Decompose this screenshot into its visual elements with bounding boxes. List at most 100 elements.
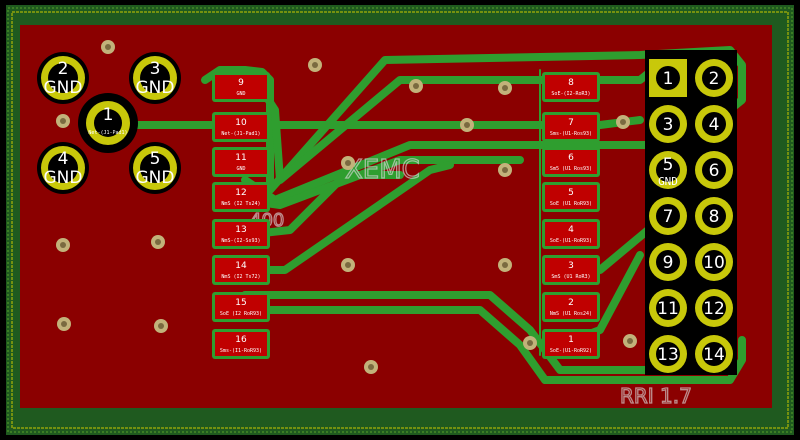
header-pin-num: 8 [709, 207, 720, 227]
smd-pad [215, 332, 267, 356]
board-edge-inner [11, 11, 789, 429]
smd-pad-num: 6 [568, 153, 574, 163]
header-pin-hole [656, 296, 680, 320]
via-hole [413, 83, 419, 89]
header-pin-hole [656, 250, 680, 274]
smd-pad [545, 185, 597, 209]
header-pin-hole [656, 112, 680, 136]
smd-pad [545, 115, 597, 139]
smd-pad-net: NmS (I2 Ts72) [221, 274, 260, 280]
smd-pad-net: SoE-(U1-RoR93) [550, 238, 592, 244]
via-hole [620, 119, 626, 125]
smd-pad-num: 1 [568, 335, 574, 345]
coax-ground-hole [140, 63, 170, 93]
header-pin-num: 6 [709, 161, 720, 181]
coax-ground-hole [48, 63, 78, 93]
smd-pad [215, 295, 267, 319]
coax-ground-net: GND [44, 168, 83, 188]
smd-pad-num: 5 [568, 188, 574, 198]
smd-pad-net: Sms-(U1-Ros93) [550, 131, 592, 137]
via-hole [527, 340, 533, 346]
board-edge-outer [7, 7, 793, 433]
via-hole [158, 323, 164, 329]
header-pin-hole [656, 158, 680, 182]
smd-pad-net: GND [236, 166, 245, 172]
smd-pad [215, 258, 267, 282]
header-pin-num: 13 [657, 345, 679, 365]
header-pin-hole [702, 342, 726, 366]
header-pin-hole [702, 66, 726, 90]
via-hole [312, 62, 318, 68]
coax-center-hole [94, 109, 122, 137]
vias-layer [56, 40, 637, 374]
header-pin-hole [702, 250, 726, 274]
smd-pad-num: 3 [568, 261, 574, 271]
smd-pad-net: SoE (I2 RoR93) [220, 311, 262, 317]
smd-pad-net: SoE-(U1-RoR92) [550, 348, 592, 354]
smd-pad [545, 222, 597, 246]
smd-pad-num: 8 [568, 78, 574, 88]
silk-ref-text: XEMC [345, 155, 420, 185]
smd-pad-num: 4 [568, 225, 574, 235]
smd-pad-num: 10 [235, 118, 247, 128]
smd-pad [215, 150, 267, 174]
coax-ground-net: GND [44, 78, 83, 98]
coax-ground-hole [140, 153, 170, 183]
via-hole [368, 364, 374, 370]
smd-pad-net: Net-(J1-Pad1) [221, 131, 260, 137]
smd-pad-num: 2 [568, 298, 574, 308]
header-pin-num: 7 [663, 207, 674, 227]
smd-pad-num: 15 [235, 298, 246, 308]
header-pin-hole [702, 296, 726, 320]
smd-pad [215, 115, 267, 139]
header-pin-hole [702, 204, 726, 228]
coax-ground-num: 4 [58, 149, 69, 169]
smd-pad-net: NmS (U1 Ros24) [550, 311, 592, 317]
header-pin-hole [656, 66, 680, 90]
smd-pad-num: 9 [238, 78, 244, 88]
smd-pad [545, 150, 597, 174]
coax-ground-hole [48, 153, 78, 183]
coax-center-label: 1 [103, 105, 114, 125]
smd-pad [545, 295, 597, 319]
coax-ground-num: 3 [150, 59, 161, 79]
header-pin-num: 5 [663, 155, 674, 175]
header-pin-hole [656, 342, 680, 366]
trace-bottom-2 [241, 306, 746, 384]
via-hole [61, 321, 67, 327]
coax-ground-net: GND [136, 168, 175, 188]
header-pin-hole [656, 204, 680, 228]
smd-pad-net: SoE (U1 RoR93) [550, 201, 592, 207]
header-pin-num: 10 [703, 253, 725, 273]
header-pin-num: 2 [709, 69, 720, 89]
smd-pad-net: GND [236, 91, 245, 97]
via-hole [345, 160, 351, 166]
header-pin-num: 4 [709, 115, 720, 135]
smd-pad [545, 332, 597, 356]
smd-pad [545, 258, 597, 282]
smd-pad-num: 7 [568, 118, 574, 128]
smd-pad [545, 75, 597, 99]
header-pin-num: 3 [663, 115, 674, 135]
smd-pad-num: 16 [235, 335, 247, 345]
silk-rev-text: RRI 1.7 [620, 384, 692, 408]
trace-bottom-1 [241, 291, 654, 374]
smd-pad [215, 75, 267, 99]
coax-ground-num: 2 [58, 59, 69, 79]
via-hole [627, 338, 633, 344]
via-hole [502, 262, 508, 268]
smd-pad-net: SmS (U1 RoR3) [551, 274, 590, 280]
smd-pad-net: SoE-(I2-RoR3) [551, 91, 590, 97]
smd-pad-num: 14 [235, 261, 247, 271]
via-hole [502, 167, 508, 173]
smd-pad-num: 12 [235, 188, 246, 198]
smd-pad-net: Sm5 (U1 Ros93) [550, 166, 592, 172]
coax-ground-net: GND [136, 78, 175, 98]
smd-pad-num: 13 [235, 225, 246, 235]
via-hole [105, 44, 111, 50]
header-pin-hole [702, 112, 726, 136]
